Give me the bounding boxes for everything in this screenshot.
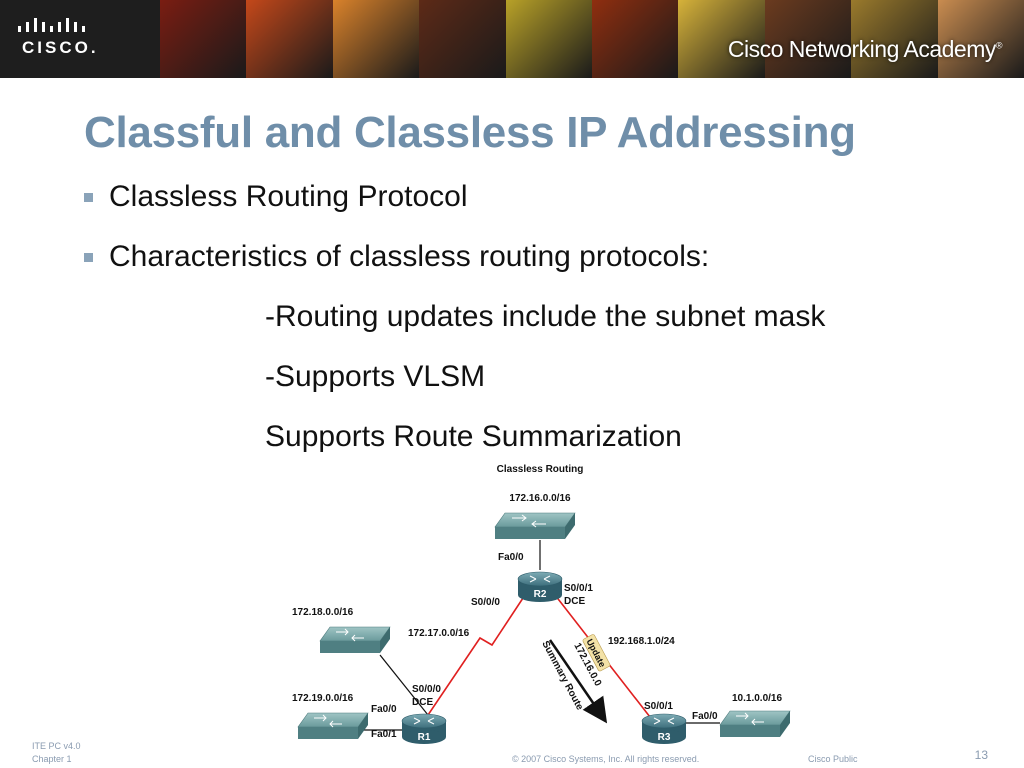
interface-label: DCE — [564, 596, 585, 607]
switch-icon — [319, 626, 391, 653]
router-label: R2 — [534, 589, 547, 600]
network-label-r1-r2: 172.17.0.0/16 — [408, 628, 470, 639]
diagram-title: Classless Routing — [497, 464, 584, 475]
summary-arrow-icon — [548, 639, 608, 724]
footer-course: ITE PC v4.0 — [32, 741, 81, 751]
page-number: 13 — [974, 748, 988, 762]
academy-brand-cisco: Cisco — [727, 36, 784, 62]
link-r1-switch-top — [379, 654, 429, 716]
banner-photo — [678, 0, 765, 78]
interface-label: Fa0/0 — [371, 704, 397, 715]
router-label: R1 — [418, 732, 431, 743]
banner-photo — [937, 0, 1024, 78]
network-label-left-top: 172.18.0.0/16 — [292, 607, 354, 618]
academy-brand: Cisco Networking Academy® — [727, 36, 1003, 62]
router-r2: R2 — [517, 571, 563, 602]
academy-brand-rest: Networking Academy — [782, 36, 997, 62]
cisco-wordmark: CISCO. — [22, 38, 99, 57]
bullet-text: Characteristics of classless routing pro… — [109, 240, 710, 273]
banner-photo — [160, 0, 247, 78]
slide-title: Classful and Classless IP Addressing — [84, 108, 856, 157]
interface-label: Fa0/1 — [371, 729, 397, 740]
footer-chapter: Chapter 1 — [32, 754, 72, 764]
subpoint-text: -Supports VLSM — [265, 360, 486, 393]
bullet-item: Characteristics of classless routing pro… — [84, 240, 709, 274]
bullet-item: Classless Routing Protocol — [84, 180, 468, 214]
footer-classification: Cisco Public — [808, 754, 858, 764]
photo-strip — [160, 0, 1024, 78]
subpoint-text: Supports Route Summarization — [265, 420, 682, 453]
router-r1: R1 — [401, 713, 447, 744]
network-label-top: 172.16.0.0/16 — [509, 493, 571, 504]
network-label-r2-r3: 192.168.1.0/24 — [608, 636, 675, 647]
banner-photo — [332, 0, 420, 78]
network-label-right: 10.1.0.0/16 — [732, 693, 782, 704]
interface-label: DCE — [412, 697, 433, 708]
banner-photo — [592, 0, 679, 78]
cisco-bridge-icon — [18, 18, 85, 32]
banner-photo — [851, 0, 938, 78]
header-banner: CISCO. Cisco Networking Academy® — [0, 0, 1024, 78]
interface-label: Fa0/0 — [498, 552, 524, 563]
banner-photo — [764, 0, 852, 78]
bullet-square-icon — [84, 192, 93, 202]
network-label-left-bottom: 172.19.0.0/16 — [292, 693, 354, 704]
switch-icon — [719, 710, 791, 737]
network-diagram: Classless Routing R2 — [292, 464, 791, 744]
footer-copyright: © 2007 Cisco Systems, Inc. All rights re… — [512, 754, 700, 764]
interface-label: S0/0/1 — [564, 583, 593, 594]
banner-photo — [419, 0, 506, 78]
bullet-text: Classless Routing Protocol — [109, 180, 468, 213]
cisco-logo: CISCO. — [0, 0, 160, 78]
interface-label: S0/0/0 — [471, 597, 500, 608]
router-r3: R3 — [641, 713, 687, 744]
link-r1-r2-serial — [427, 594, 526, 716]
banner-photo — [246, 0, 333, 78]
switch-icon — [297, 712, 369, 739]
switch-icon — [494, 512, 576, 539]
interface-label: Fa0/0 — [692, 711, 718, 722]
interface-label: S0/0/1 — [644, 701, 673, 712]
banner-photo — [505, 0, 593, 78]
bullet-square-icon — [84, 252, 93, 262]
router-label: R3 — [658, 732, 671, 743]
interface-label: S0/0/0 — [412, 684, 441, 695]
subpoint-text: -Routing updates include the subnet mask — [265, 300, 826, 333]
